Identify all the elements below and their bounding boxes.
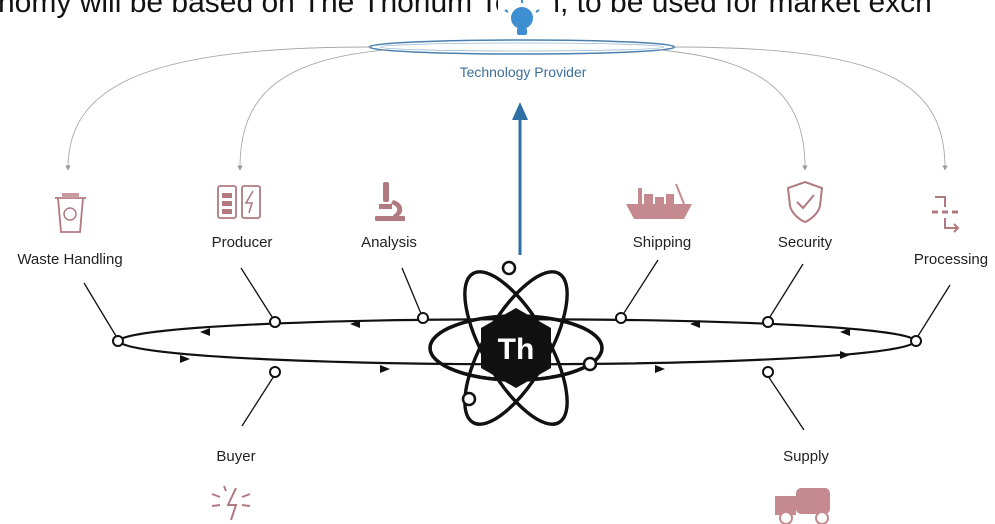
provider-ring-inner [379, 42, 665, 52]
energy-icon [211, 485, 251, 521]
node-label-supply: Supply [783, 448, 829, 465]
node-label-security: Security [778, 234, 833, 251]
provider-label: Technology Provider [460, 64, 587, 80]
node-label-buyer: Buyer [216, 448, 255, 465]
atom-electrons [461, 260, 598, 407]
core-to-provider-arrow [512, 102, 528, 255]
truck-icon [775, 488, 830, 524]
provider-ring [368, 39, 676, 55]
node-connectors [83, 259, 951, 431]
cargo-ship-icon [626, 183, 692, 219]
battery-icon [217, 185, 261, 219]
core-hexagon [481, 308, 551, 388]
lightbulb-icon [504, 0, 540, 35]
node-label-shipping: Shipping [633, 234, 691, 251]
microscope-icon [375, 182, 405, 221]
recycle-bin-icon [55, 193, 86, 233]
core-symbol: Th [498, 333, 535, 366]
junction-points [112, 312, 922, 378]
node-label-waste-handling: Waste Handling [17, 251, 122, 268]
header-text: nomy will be based on The Thorium Token,… [0, 0, 932, 19]
node-label-analysis: Analysis [361, 234, 417, 251]
node-label-producer: Producer [212, 234, 273, 251]
shield-check-icon [786, 180, 824, 224]
flow-arrows [180, 320, 850, 373]
provider-connectors [65, 46, 948, 171]
process-flow-icon [932, 196, 960, 233]
node-label-processing: Processing [914, 251, 988, 268]
